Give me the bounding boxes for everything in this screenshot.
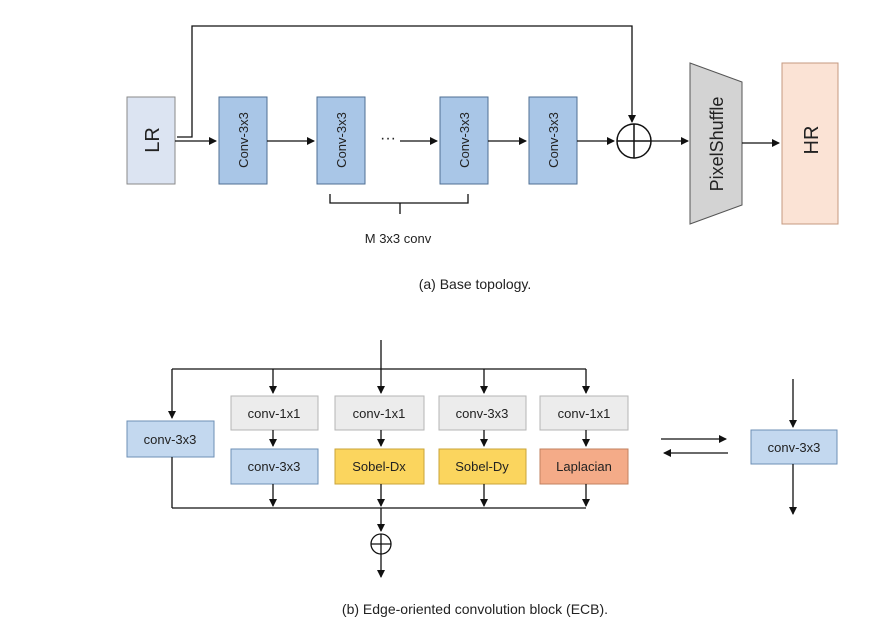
conv-block-3-label: Conv-3x3 bbox=[457, 112, 472, 168]
pixelshuffle-block bbox=[689, 62, 743, 225]
branch-1-top-label: conv-1x1 bbox=[248, 406, 301, 421]
right-conv-label: conv-3x3 bbox=[768, 440, 821, 455]
skip-connection-arrow bbox=[177, 25, 636, 138]
branch-4-bottom bbox=[539, 448, 629, 485]
hr-box bbox=[781, 62, 839, 225]
branch-3-top bbox=[438, 395, 527, 431]
add-operator-icon bbox=[616, 123, 652, 159]
hr-label: HR bbox=[801, 126, 823, 155]
branch-3-top-label: conv-3x3 bbox=[456, 406, 509, 421]
brace-label: M 3x3 conv bbox=[365, 231, 432, 246]
branch-4-top bbox=[539, 395, 629, 431]
ecb-left-conv-label: conv-3x3 bbox=[144, 432, 197, 447]
branch-1-bottom-label: conv-3x3 bbox=[248, 459, 301, 474]
conv-block-4 bbox=[528, 96, 578, 185]
branch-2-bottom bbox=[334, 448, 425, 485]
conv-block-3 bbox=[439, 96, 489, 185]
branch-2-top-label: conv-1x1 bbox=[353, 406, 406, 421]
caption-a: (a) Base topology. bbox=[419, 276, 532, 292]
ellipsis: ··· bbox=[380, 130, 396, 147]
branch-3-bottom-label: Sobel-Dy bbox=[455, 459, 509, 474]
ecb-add-operator-icon bbox=[370, 533, 392, 555]
conv-block-1-label: Conv-3x3 bbox=[236, 112, 251, 168]
caption-b: (b) Edge-oriented convolution block (ECB… bbox=[342, 601, 608, 617]
conv-block-1 bbox=[218, 96, 268, 185]
branch-1-top bbox=[230, 395, 319, 431]
branch-4-bottom-label: Laplacian bbox=[556, 459, 612, 474]
conv-block-4-label: Conv-3x3 bbox=[546, 112, 561, 168]
brace bbox=[329, 194, 469, 214]
branch-3-bottom bbox=[438, 448, 527, 485]
pixelshuffle-label: PixelShuffle bbox=[707, 97, 727, 192]
conv-block-2 bbox=[316, 96, 366, 185]
branch-1-bottom bbox=[230, 448, 319, 485]
right-conv bbox=[750, 429, 838, 465]
branch-2-top bbox=[334, 395, 425, 431]
lr-label: LR bbox=[142, 127, 164, 153]
branch-2-bottom-label: Sobel-Dx bbox=[352, 459, 406, 474]
branch-4-top-label: conv-1x1 bbox=[558, 406, 611, 421]
ecb-left-conv bbox=[126, 420, 215, 458]
conv-block-2-label: Conv-3x3 bbox=[334, 112, 349, 168]
